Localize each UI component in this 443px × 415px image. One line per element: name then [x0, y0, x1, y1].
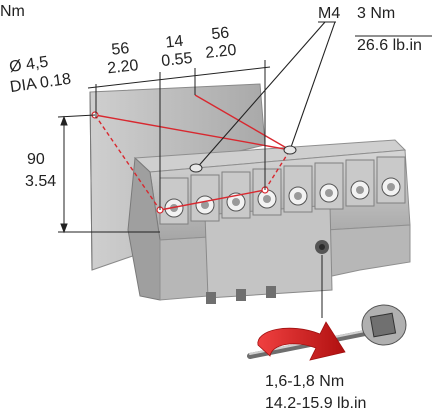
- handle-torque-metric: 1,6-1,8 Nm: [265, 373, 344, 390]
- terminal-screw-head: [294, 192, 302, 200]
- dim-1-imperial: 2.20: [107, 57, 140, 77]
- hole-diameter-label: Ø 4,5 DIA 0.18: [8, 54, 72, 96]
- terminal-blocks: [159, 156, 406, 225]
- hole-metric: Ø 4,5: [8, 54, 49, 76]
- terminal-screw-head: [232, 198, 240, 206]
- extension-lines: [57, 60, 271, 234]
- terminal-screw-head: [263, 195, 271, 203]
- height-metric: 90: [27, 151, 45, 168]
- dim-1-label: 56 2.20: [107, 40, 140, 77]
- dim-2-imperial: 0.55: [161, 50, 194, 70]
- terminal-torque-metric: 3 Nm: [357, 5, 395, 22]
- dimension-lines: [94, 94, 291, 211]
- dim-1-metric: 56: [111, 40, 131, 59]
- terminal-screw-head: [356, 186, 364, 194]
- dim-3-metric: 56: [211, 24, 231, 43]
- handle-torque-imperial: 14.2-15.9 lb.in: [265, 395, 366, 412]
- terminal-screw-head: [387, 183, 395, 191]
- torque-leaders: [194, 21, 432, 171]
- screw-size: M4: [318, 5, 340, 22]
- screw-icon: [189, 145, 297, 173]
- top-left-label: Nm: [0, 3, 25, 20]
- terminal-screw-head: [201, 201, 209, 209]
- dim-3-imperial: 2.20: [205, 42, 238, 62]
- height-imperial: 3.54: [25, 173, 56, 190]
- curved-arrow-icon: [257, 321, 346, 361]
- terminal-screw-head: [325, 189, 333, 197]
- dim-2-metric: 14: [165, 33, 185, 52]
- dim-3-label: 56 2.20: [205, 24, 238, 62]
- terminal-torque-imperial: 26.6 lb.in: [357, 37, 422, 54]
- dim-2-label: 14 0.55: [161, 33, 194, 70]
